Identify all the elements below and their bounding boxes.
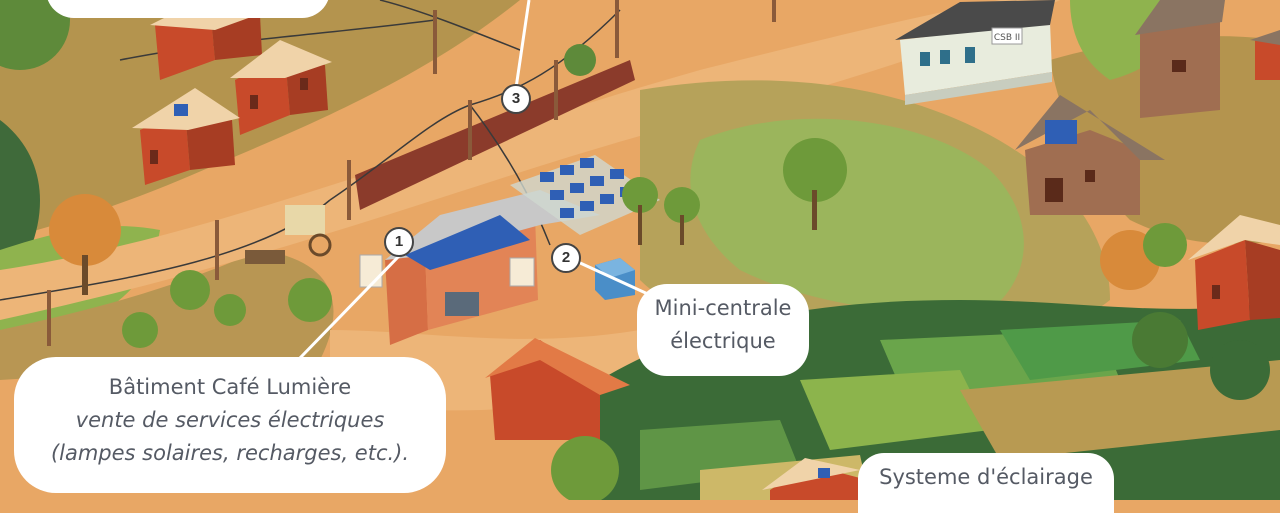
house-f — [1188, 215, 1280, 330]
road-main — [0, 0, 1060, 320]
hill-left-lower — [0, 250, 334, 380]
field-center-green — [690, 118, 1024, 313]
barn-lower — [485, 338, 630, 440]
marker-2[interactable]: 2 — [551, 243, 581, 273]
callout-mini-line2: électrique — [670, 329, 776, 353]
house-c — [132, 88, 240, 185]
callout-top-left — [46, 0, 330, 18]
callout-leaders — [298, 0, 651, 360]
house-d — [1135, 0, 1225, 118]
house-bottom — [762, 458, 860, 500]
school-sign: CSB II — [994, 33, 1020, 43]
marker-3[interactable]: 3 — [501, 84, 531, 114]
school-building — [895, 0, 1055, 105]
house-b — [230, 40, 332, 135]
field-stripe-3 — [800, 370, 990, 450]
callout-mini-line1: Mini-centrale — [654, 296, 792, 320]
callout-cafe-line2: vente de services électriques — [75, 408, 385, 432]
marker-1[interactable]: 1 — [384, 227, 414, 257]
field-stripe-4 — [960, 360, 1280, 460]
callout-systeme-eclairage: Systeme d'éclairage — [858, 453, 1114, 513]
solar-field — [510, 155, 660, 235]
red-wall — [355, 60, 635, 210]
callout-syst-line1: Systeme d'éclairage — [879, 465, 1093, 489]
house-g — [1250, 30, 1280, 80]
callout-cafe-lumiere: Bâtiment Café Lumière vente de services … — [14, 357, 446, 493]
house-e — [1015, 95, 1165, 215]
ox-cart — [245, 205, 332, 264]
callout-cafe-title: Bâtiment Café Lumière — [108, 375, 352, 399]
village-illustration: CSB II — [0, 0, 1280, 500]
forest-left-edge — [0, 120, 40, 260]
callout-mini-centrale: Mini-centrale électrique — [637, 284, 809, 376]
callout-cafe-line3: (lampes solaires, recharges, etc.). — [50, 441, 410, 465]
power-poles — [47, 0, 776, 346]
trees — [0, 0, 1270, 500]
